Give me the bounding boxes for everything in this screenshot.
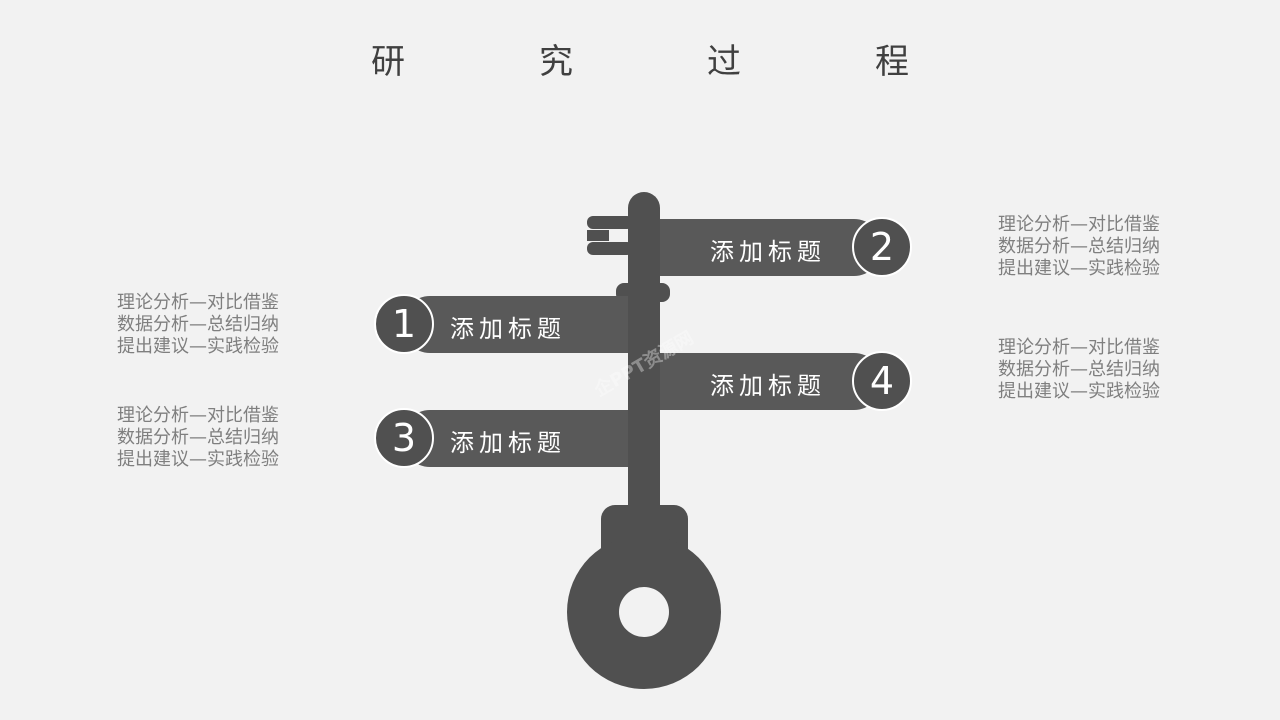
step-2-description: 理论分析—对比借鉴 数据分析—总结归纳 提出建议—实践检验 xyxy=(998,214,1160,280)
step-4-banner: 添加标题 xyxy=(660,353,882,410)
description-line: 数据分析—总结归纳 xyxy=(117,427,279,448)
step-1-banner: 添加标题 xyxy=(402,296,628,353)
description-line: 数据分析—总结归纳 xyxy=(998,236,1160,257)
description-line: 理论分析—对比借鉴 xyxy=(117,405,279,426)
description-line: 提出建议—实践检验 xyxy=(998,381,1160,402)
description-line: 提出建议—实践检验 xyxy=(998,258,1160,279)
description-line: 理论分析—对比借鉴 xyxy=(998,214,1160,235)
description-line: 提出建议—实践检验 xyxy=(117,336,279,357)
step-3-banner: 添加标题 xyxy=(402,410,628,467)
step-4-description: 理论分析—对比借鉴 数据分析—总结归纳 提出建议—实践检验 xyxy=(998,337,1160,403)
description-line: 提出建议—实践检验 xyxy=(117,449,279,470)
step-3-heading: 添加标题 xyxy=(450,429,566,457)
step-1-badge: 1 xyxy=(374,294,434,354)
description-line: 数据分析—总结归纳 xyxy=(998,359,1160,380)
step-4-badge: 4 xyxy=(852,351,912,411)
step-2-heading: 添加标题 xyxy=(710,238,826,266)
step-3-description: 理论分析—对比借鉴 数据分析—总结归纳 提出建议—实践检验 xyxy=(117,405,279,471)
step-4-heading: 添加标题 xyxy=(710,372,826,400)
step-2-banner: 添加标题 xyxy=(660,219,882,276)
description-line: 理论分析—对比借鉴 xyxy=(998,337,1160,358)
step-2-badge: 2 xyxy=(852,217,912,277)
description-line: 数据分析—总结归纳 xyxy=(117,314,279,335)
description-line: 理论分析—对比借鉴 xyxy=(117,292,279,313)
step-1-heading: 添加标题 xyxy=(450,315,566,343)
step-3-badge: 3 xyxy=(374,408,434,468)
step-1-description: 理论分析—对比借鉴 数据分析—总结归纳 提出建议—实践检验 xyxy=(117,292,279,358)
page-title: 研 究 过 程 xyxy=(371,42,959,82)
